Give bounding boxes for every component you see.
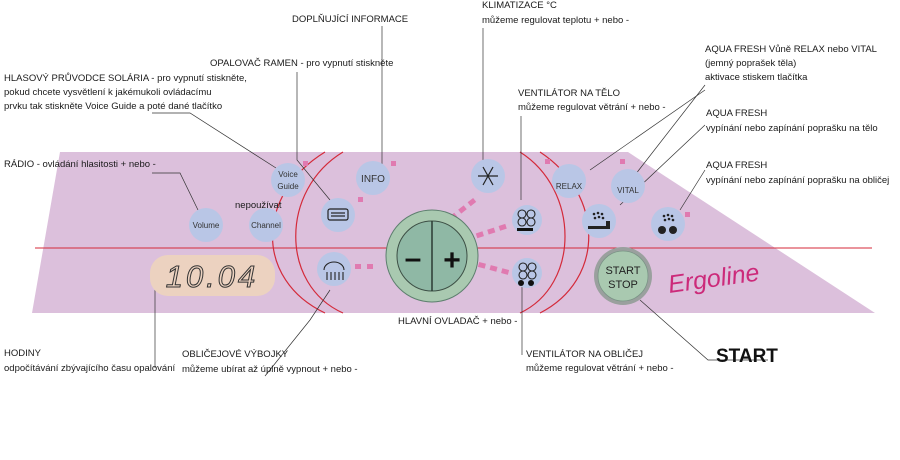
label-hlasovy-1: HLASOVÝ PRŮVODCE SOLÁRIA - pro vypnutí s… [4,72,247,84]
minus-button[interactable]: – [405,242,422,275]
face-lamp-button[interactable] [317,252,351,286]
face-spray-icon [658,213,677,234]
fan-icon [517,209,536,227]
face-spray-button[interactable] [651,207,685,241]
svg-text:INFO: INFO [361,174,385,185]
label-aqua-telo-desc: vypínání nebo zapínání poprašku na tělo [706,123,878,134]
label-aqua-vune-3: aktivace stiskem tlačítka [705,72,808,83]
svg-text:–: – [405,242,422,275]
svg-text:Volume: Volume [193,221,220,230]
label-hlasovy-3: prvku tak stiskněte Voice Guide a poté d… [4,101,222,112]
shoulder-lamp-icon [327,208,349,221]
label-hodiny-desc: odpočítávání zbývajícího času opalování [4,363,175,374]
face-lamp-icon [323,261,345,280]
vital-button[interactable]: VITAL [611,169,645,203]
label-opalovac: OPALOVAČ RAMEN - pro vypnutí stiskněte [210,58,393,69]
info-button[interactable]: INFO [356,161,390,195]
label-ventilator-oblicej-desc: můžeme regulovat větrání + nebo - [526,363,674,374]
label-oblicejove-desc: můžeme ubírat až úplně vypnout + nebo - [182,364,358,375]
label-doplnujici: DOPLŇUJÍCÍ INFORMACE [292,14,408,25]
label-oblicejove-title: OBLIČEJOVÉ VÝBOJKY [182,349,289,360]
svg-text:Guide: Guide [277,182,299,191]
volume-button[interactable]: Volume [189,208,223,242]
label-radio: RÁDIO - ovládání hlasitosti + nebo - [4,159,156,170]
main-control-knob [385,209,479,303]
label-aqua-oblicej-desc: vypínání nebo zapínání poprašku na oblič… [706,175,889,186]
body-spray-icon [588,211,610,229]
svg-text:RELAX: RELAX [556,182,583,191]
label-ventilator-telo-desc: můžeme regulovat větrání + nebo - [518,102,666,113]
label-aqua-oblicej-title: AQUA FRESH [706,160,767,171]
svg-text:VITAL: VITAL [617,186,639,195]
label-hlavni: HLAVNÍ OVLADAČ + nebo - [398,316,517,327]
label-ventilator-telo-title: VENTILÁTOR NA TĚLO [518,88,620,99]
label-klimatizace-desc: můžeme regulovat teplotu + nebo - [482,15,629,26]
channel-button[interactable]: Channel [249,208,283,242]
clock-display: 10.04 [150,255,275,296]
shoulder-lamp-button[interactable] [321,198,355,232]
face-fan-button[interactable] [512,258,542,288]
annotations: DOPLŇUJÍCÍ INFORMACE KLIMATIZACE °C může… [4,0,889,375]
label-nepouzivat: nepoužívat [235,200,282,211]
plus-button[interactable]: + [443,244,461,277]
svg-text:Voice: Voice [278,170,298,179]
label-aqua-vune-1: AQUA FRESH Vůně RELAX nebo VITAL [705,44,877,55]
air-conditioning-button[interactable] [471,159,505,193]
relax-button[interactable]: RELAX [552,164,586,198]
label-start: START [716,346,778,367]
label-hlasovy-2: pokud chcete vysvětlení k jakémukoli ovl… [4,87,212,98]
face-fan-icon [518,262,537,280]
voice-guide-button[interactable]: Voice Guide [271,163,305,197]
svg-text:STOP: STOP [608,279,638,291]
body-spray-button[interactable] [582,204,616,238]
label-hodiny-title: HODINY [4,348,42,359]
clock-time: 10.04 [166,259,259,294]
label-klimatizace-title: KLIMATIZACE °C [482,0,557,11]
start-stop-button[interactable]: START STOP [594,247,652,305]
leader-lines [152,26,768,377]
snowflake-icon [478,166,498,186]
svg-text:START: START [605,265,640,277]
body-fan-button[interactable] [512,205,542,235]
svg-text:Channel: Channel [251,221,281,230]
svg-text:+: + [443,244,461,277]
label-aqua-telo-title: AQUA FRESH [706,108,767,119]
label-aqua-vune-2: (jemný poprašek těla) [705,58,796,69]
label-ventilator-oblicej-title: VENTILÁTOR NA OBLIČEJ [526,349,643,360]
